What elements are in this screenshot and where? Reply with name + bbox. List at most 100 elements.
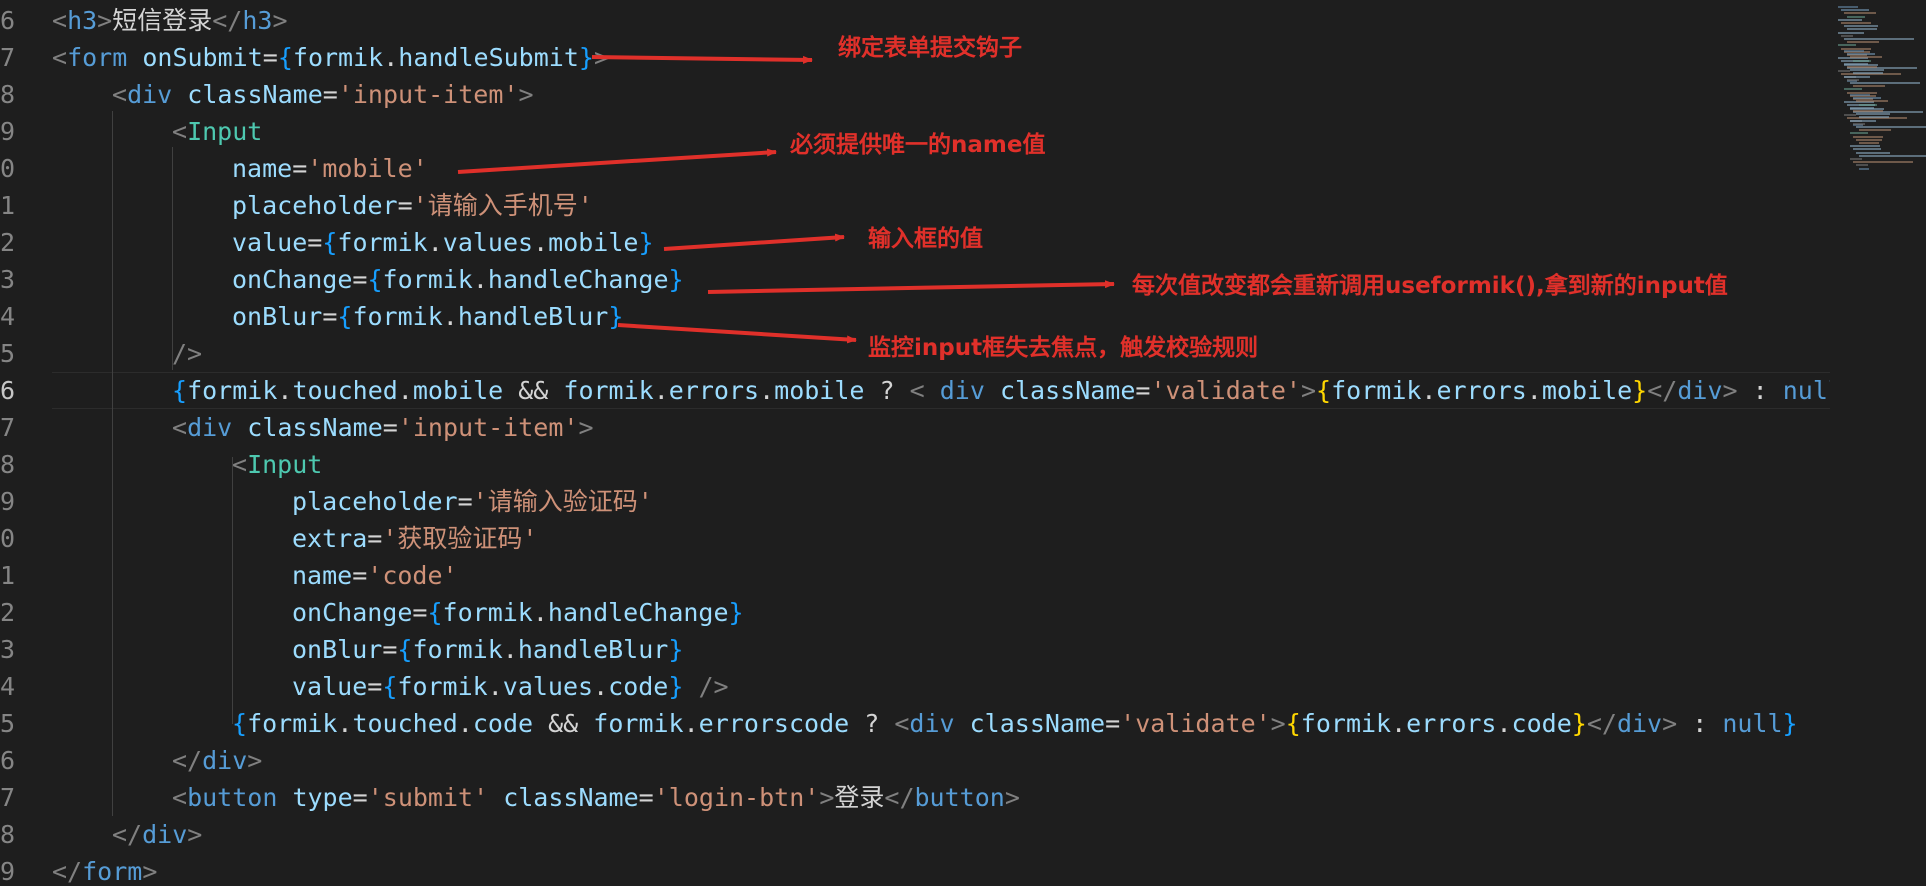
code-token (127, 43, 142, 72)
code-token: . (487, 672, 503, 701)
code-line[interactable]: 9 <Input (0, 113, 1830, 150)
line-number: 3 (0, 265, 16, 294)
code-text: placeholder='请输入验证码' (292, 483, 653, 520)
indent-guide (232, 457, 233, 724)
code-token: className (503, 783, 639, 812)
line-number: 9 (0, 117, 16, 146)
code-text: <Input (172, 113, 262, 150)
code-token: formik (593, 709, 684, 738)
code-text: {formik.touched.code && formik.errorscod… (232, 705, 1798, 742)
code-token: > (518, 80, 534, 109)
minimap-line (1850, 119, 1876, 122)
minimap-line (1844, 38, 1914, 40)
line-number: 3 (0, 635, 16, 664)
code-token: formik (352, 302, 443, 331)
code-token: touched (292, 376, 398, 405)
code-token: { (277, 43, 293, 72)
line-number: 8 (0, 80, 16, 109)
code-line[interactable]: 7<button type='submit' className='login-… (0, 779, 1830, 816)
code-token: div (142, 820, 188, 849)
code-text: <div className='input-item'> (112, 76, 534, 113)
code-token: } (668, 265, 684, 294)
code-line[interactable]: 9 placeholder='请输入验证码' (0, 483, 1830, 520)
code-token: 'input-item' (337, 80, 519, 109)
code-token: ? (864, 376, 910, 405)
code-token: . (653, 376, 669, 405)
code-token: errors (1436, 376, 1527, 405)
code-token: 'code' (367, 561, 458, 590)
code-token (985, 376, 1000, 405)
code-token: name (232, 154, 293, 183)
code-line[interactable]: 8</div> (0, 816, 1830, 853)
code-token: > (1004, 783, 1020, 812)
code-line[interactable]: 6</div> (0, 742, 1830, 779)
minimap-line (1850, 145, 1880, 148)
line-number: 6 (0, 6, 16, 35)
code-token: . (472, 265, 488, 294)
minimap-line (1853, 122, 1865, 125)
code-line[interactable]: 8<Input (0, 446, 1830, 483)
code-token: formik (397, 672, 488, 701)
code-token: . (759, 376, 775, 405)
line-number: 4 (0, 672, 16, 701)
code-token: className (247, 413, 383, 442)
code-token: < (909, 376, 940, 405)
minimap-line (1856, 113, 1890, 116)
code-token: > (142, 857, 158, 886)
code-line[interactable]: 5{formik.touched.code && formik.errorsco… (0, 705, 1830, 742)
code-token: { (427, 598, 443, 627)
minimap-line (1844, 88, 1862, 91)
line-number: 5 (0, 709, 16, 738)
code-token: = (1135, 376, 1151, 405)
minimap-line (1853, 97, 1881, 100)
code-token: } (608, 302, 624, 331)
code-line[interactable]: 7<form onSubmit={formik.handleSubmit}> (0, 39, 1830, 76)
code-token: Input (187, 117, 263, 146)
code-token: } (1632, 376, 1648, 405)
code-token: name (292, 561, 353, 590)
code-token: { (1316, 376, 1332, 405)
code-line[interactable]: 6{formik.touched.mobile && formik.errors… (0, 372, 1830, 409)
code-token: < (52, 6, 68, 35)
minimap[interactable] (1830, 0, 1926, 886)
code-line[interactable]: 6<h3>短信登录</h3> (0, 2, 1830, 39)
code-token: = (1105, 709, 1121, 738)
minimap-line (1841, 22, 1871, 24)
code-line[interactable]: 8 <div className='input-item'> (0, 76, 1830, 113)
minimap-line (1838, 44, 1856, 47)
code-editor[interactable]: 6<h3>短信登录</h3>7<form onSubmit={formik.ha… (0, 0, 1830, 886)
code-token: placeholder (292, 487, 458, 516)
code-text: <button type='submit' className='login-b… (172, 779, 1020, 816)
code-token: && (503, 376, 564, 405)
code-token: { (382, 672, 398, 701)
code-token: = (352, 265, 368, 294)
code-token: . (683, 709, 699, 738)
code-line[interactable]: 3 onBlur={formik.handleBlur} (0, 631, 1830, 668)
code-line[interactable]: 9</form> (0, 853, 1830, 886)
line-number: 6 (0, 746, 16, 775)
code-token: code (1511, 709, 1572, 738)
code-text: onBlur={formik.handleBlur} (292, 631, 683, 668)
code-line[interactable]: 7<div className='input-item'> (0, 409, 1830, 446)
line-number: 9 (0, 487, 16, 516)
code-token: > (1662, 709, 1678, 738)
minimap-line (1847, 66, 1917, 69)
minimap-line (1847, 66, 1877, 68)
code-token: h3 (67, 6, 98, 35)
line-number: 0 (0, 154, 16, 183)
line-number: 8 (0, 820, 16, 849)
code-line[interactable]: 5/> (0, 335, 1830, 372)
code-token: 'input-item' (397, 413, 579, 442)
line-number: 0 (0, 524, 16, 553)
code-text: /> (172, 335, 202, 372)
code-token: { (322, 228, 338, 257)
